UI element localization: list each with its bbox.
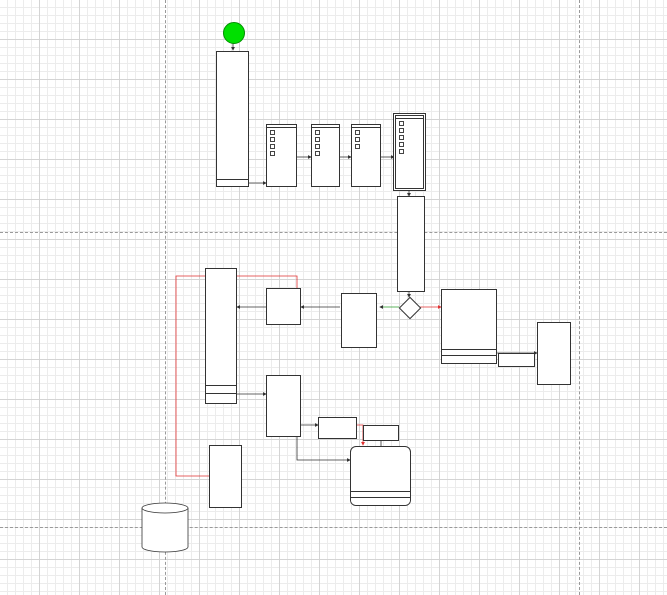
- right-block-node[interactable]: [441, 289, 497, 364]
- center-text: [267, 289, 300, 291]
- form-option[interactable]: [315, 137, 336, 142]
- checkbox-icon[interactable]: [315, 130, 320, 135]
- form-option[interactable]: [355, 130, 377, 135]
- rounded-node[interactable]: [350, 446, 411, 506]
- rounded-row: [351, 491, 410, 498]
- right-action-node[interactable]: [498, 353, 535, 367]
- long-text-node[interactable]: [397, 196, 425, 292]
- form-option[interactable]: [315, 144, 336, 149]
- intro-text-node[interactable]: [216, 51, 249, 187]
- small-node[interactable]: [318, 417, 357, 439]
- form-option[interactable]: [270, 130, 293, 135]
- form-option[interactable]: [399, 149, 420, 154]
- lower-left-text: [210, 446, 241, 448]
- rounded-row: [351, 497, 410, 505]
- start-node[interactable]: [223, 22, 245, 44]
- lane-divider-top: [0, 232, 667, 233]
- checkbox-icon[interactable]: [270, 137, 275, 142]
- form-node-2[interactable]: [311, 124, 340, 187]
- form-node-4[interactable]: [395, 115, 424, 189]
- database-text: [143, 512, 189, 514]
- right-block-row: [442, 355, 496, 363]
- lower-mid-node[interactable]: [266, 375, 301, 437]
- small-node-2[interactable]: [363, 425, 399, 441]
- checkbox-icon[interactable]: [399, 121, 404, 126]
- form-option[interactable]: [399, 142, 420, 147]
- form-title: [396, 116, 423, 119]
- far-right-text: [538, 323, 570, 325]
- small-text-2: [364, 426, 398, 428]
- right-action-text: [499, 354, 534, 356]
- form-option[interactable]: [270, 144, 293, 149]
- right-block-text: [442, 290, 496, 292]
- long-text: [398, 197, 424, 199]
- form-option[interactable]: [270, 137, 293, 142]
- intro-text: [217, 52, 248, 54]
- center-node[interactable]: [266, 288, 301, 325]
- intro-footer: [217, 179, 248, 186]
- lower-mid-text: [267, 376, 300, 378]
- left-row: [206, 385, 236, 394]
- checkbox-icon[interactable]: [399, 149, 404, 154]
- checkbox-icon[interactable]: [399, 128, 404, 133]
- form-option[interactable]: [399, 135, 420, 140]
- rounded-text: [351, 447, 410, 449]
- left-node[interactable]: [205, 268, 237, 404]
- form-title: [267, 125, 296, 128]
- checkbox-icon[interactable]: [399, 142, 404, 147]
- mid-text: [342, 294, 376, 296]
- start-node-label: [224, 23, 244, 25]
- checkbox-icon[interactable]: [315, 137, 320, 142]
- left-row: [206, 393, 236, 403]
- lane-divider-bottom: [0, 527, 667, 528]
- small-text: [319, 418, 356, 420]
- form-option[interactable]: [315, 130, 336, 135]
- lower-left-node[interactable]: [209, 445, 242, 508]
- checkbox-icon[interactable]: [399, 135, 404, 140]
- checkbox-icon[interactable]: [355, 130, 360, 135]
- form-option[interactable]: [399, 128, 420, 133]
- right-block-row: [442, 349, 496, 356]
- form-option[interactable]: [315, 151, 336, 156]
- checkbox-icon[interactable]: [270, 130, 275, 135]
- checkbox-icon[interactable]: [355, 144, 360, 149]
- form-option[interactable]: [270, 151, 293, 156]
- checkbox-icon[interactable]: [315, 144, 320, 149]
- form-option[interactable]: [355, 137, 377, 142]
- form-title: [312, 125, 339, 128]
- left-text: [206, 269, 236, 271]
- form-node-1[interactable]: [266, 124, 297, 187]
- mid-text-node[interactable]: [341, 293, 377, 348]
- database-icon[interactable]: [141, 502, 189, 554]
- checkbox-icon[interactable]: [315, 151, 320, 156]
- far-right-node[interactable]: [537, 322, 571, 385]
- checkbox-icon[interactable]: [270, 151, 275, 156]
- lane-divider-left: [165, 0, 166, 595]
- connector: [296, 437, 351, 462]
- form-option[interactable]: [355, 144, 377, 149]
- form-option[interactable]: [399, 121, 420, 126]
- connector: [175, 275, 299, 477]
- form-title: [352, 125, 380, 128]
- checkbox-icon[interactable]: [355, 137, 360, 142]
- form-node-3[interactable]: [351, 124, 381, 187]
- checkbox-icon[interactable]: [270, 144, 275, 149]
- lane-divider-right: [579, 0, 580, 595]
